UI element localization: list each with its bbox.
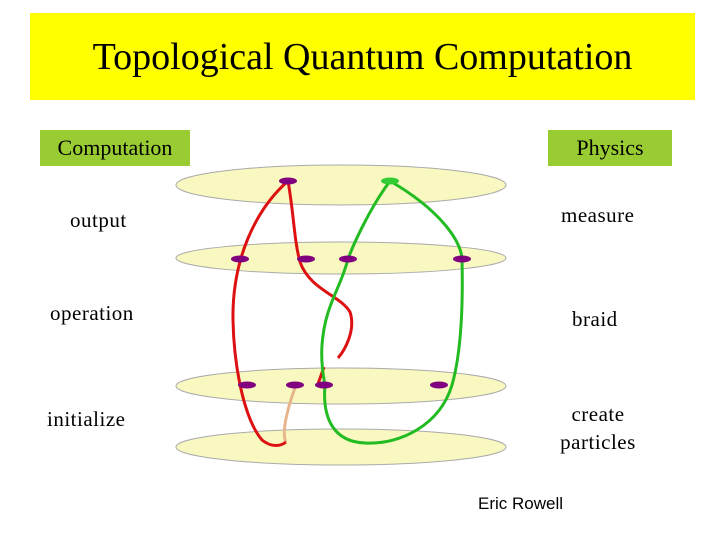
label-measure: measure — [561, 203, 635, 227]
label-output: output — [70, 208, 127, 232]
plane-create — [175, 428, 507, 466]
particle-braid-2 — [286, 381, 304, 389]
particle-output-1 — [231, 255, 249, 263]
particle-braid-4 — [430, 381, 448, 389]
label-particles: particles — [560, 430, 636, 454]
physics-header: Physics — [548, 130, 672, 166]
strand-red-inner — [286, 180, 354, 359]
strand-tan — [282, 384, 298, 443]
author-credit: Eric Rowell — [478, 494, 564, 513]
particle-braid-1 — [238, 381, 256, 389]
page-title: Topological Quantum Computation — [92, 35, 633, 78]
title-banner: Topological Quantum Computation — [30, 13, 695, 100]
computation-header: Computation — [40, 130, 190, 166]
plane-measure — [175, 164, 507, 206]
label-initialize: initialize — [47, 407, 126, 431]
label-create-particles: create particles — [550, 400, 646, 456]
label-braid: braid — [572, 307, 618, 331]
particle-measure-2 — [381, 177, 399, 185]
strand-red-outer — [231, 179, 289, 447]
particle-measure-1 — [279, 177, 297, 185]
particle-output-4 — [453, 255, 471, 263]
particle-output-2 — [297, 255, 315, 263]
label-create: create — [571, 402, 625, 426]
strand-green-outer — [323, 179, 464, 445]
label-operation: operation — [50, 301, 134, 325]
plane-braid-end — [175, 367, 507, 405]
strand-green-inner — [320, 180, 392, 386]
particle-output-3 — [339, 255, 357, 263]
particle-braid-3 — [315, 381, 333, 389]
